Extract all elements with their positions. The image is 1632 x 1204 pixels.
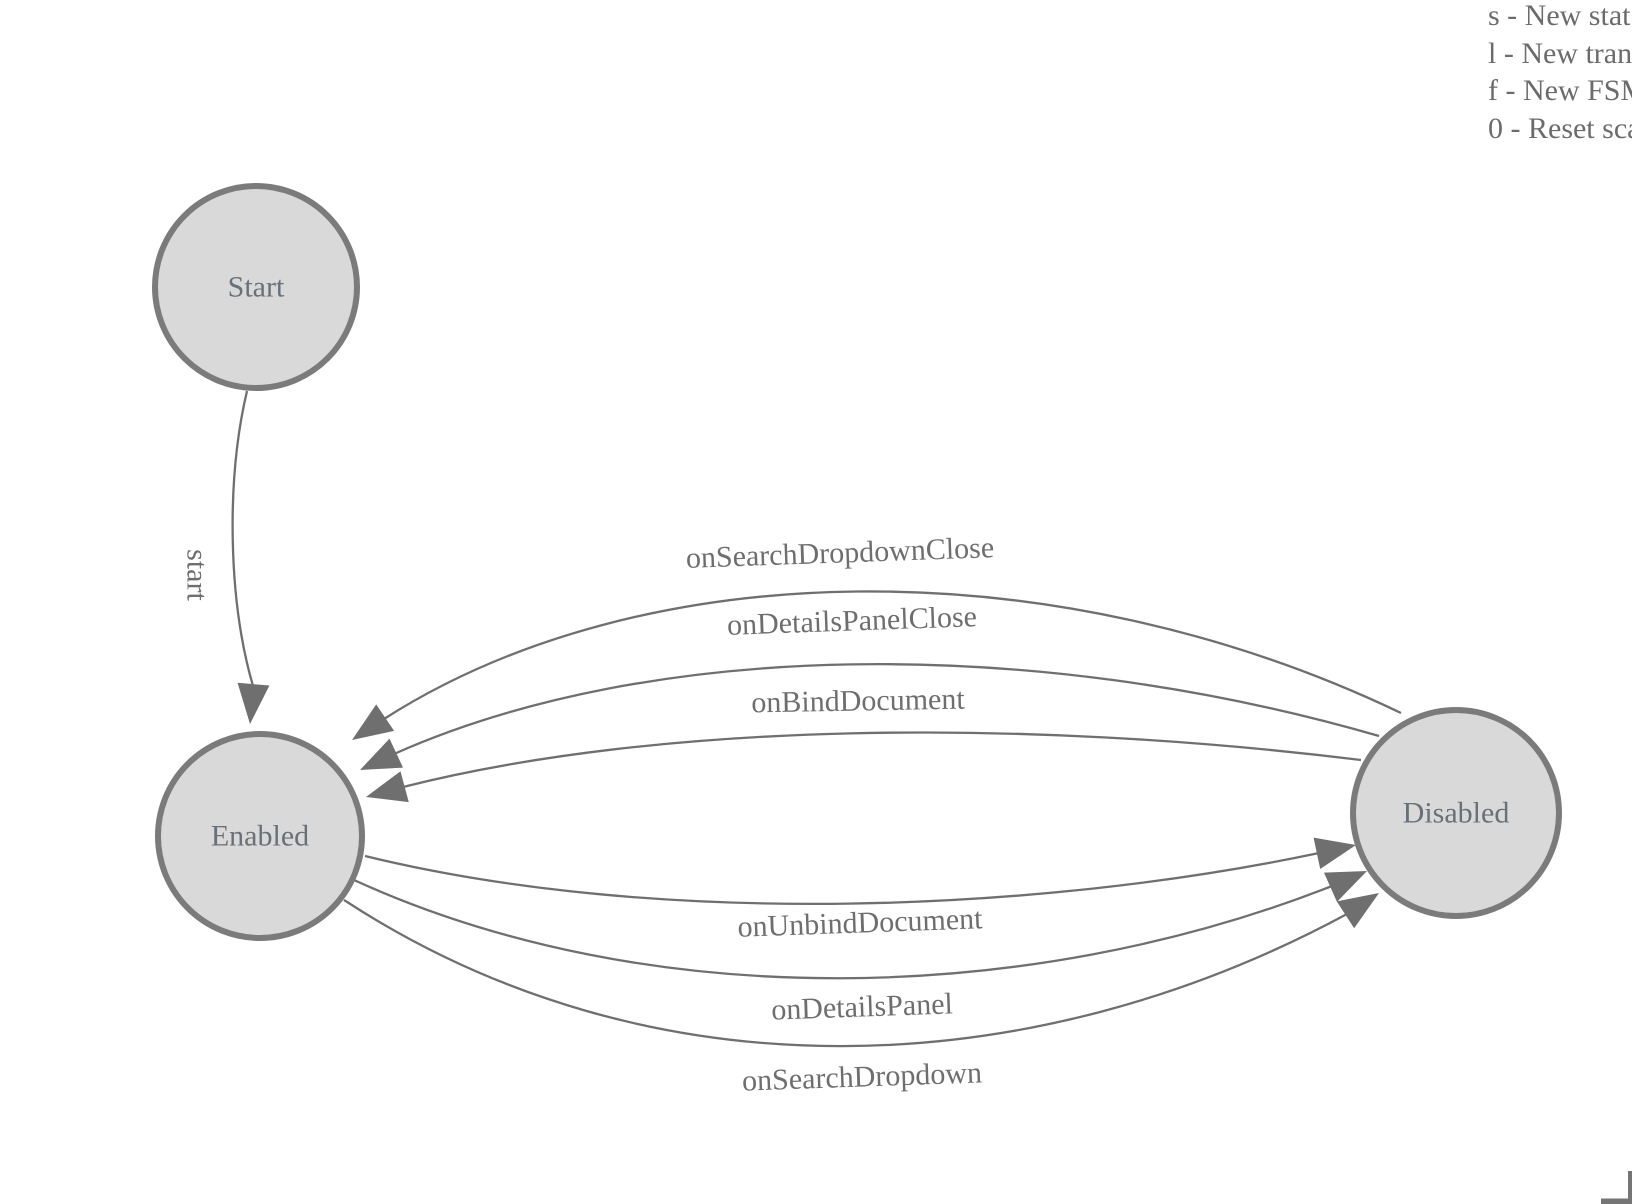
arrowhead bbox=[1313, 837, 1356, 869]
transition-start[interactable] bbox=[231, 390, 255, 687]
state-label-enabled: Enabled bbox=[211, 820, 309, 853]
arrowhead bbox=[1336, 893, 1379, 929]
legend-line-new-state: s - New stat bbox=[1488, 0, 1631, 32]
corner-bracket bbox=[1601, 1171, 1632, 1204]
state-label-start: Start bbox=[228, 271, 285, 304]
transition-onSearchDropdownClose[interactable] bbox=[383, 590, 1402, 720]
arrowhead bbox=[1323, 871, 1367, 902]
state-node-disabled[interactable]: Disabled bbox=[1350, 707, 1562, 919]
shortcut-legend: s - New stat l - New trans f - New FSM 0… bbox=[1488, 0, 1632, 147]
transition-label-onSearchDropdown: onSearchDropdown bbox=[742, 1056, 983, 1097]
transition-label-onDetailsPanelClose: onDetailsPanelClose bbox=[727, 600, 978, 642]
transition-label-onUnbindDocument: onUnbindDocument bbox=[737, 902, 984, 944]
transition-label-start: start bbox=[181, 549, 214, 601]
transition-onDetailsPanelClose[interactable] bbox=[393, 663, 1380, 756]
legend-line-new-transition: l - New trans bbox=[1488, 36, 1632, 70]
arrowhead bbox=[352, 704, 395, 740]
state-circle-start[interactable] bbox=[152, 183, 360, 391]
state-circle-disabled[interactable] bbox=[1350, 707, 1562, 919]
state-node-enabled[interactable]: Enabled bbox=[155, 731, 365, 941]
transition-label-onDetailsPanel: onDetailsPanel bbox=[771, 987, 954, 1026]
state-node-start[interactable]: Start bbox=[152, 183, 360, 391]
arrowhead bbox=[366, 771, 409, 803]
arrowhead bbox=[237, 682, 270, 724]
transition-onUnbindDocument[interactable] bbox=[364, 851, 1320, 906]
legend-line-reset: 0 - Reset sca bbox=[1488, 111, 1632, 145]
transition-label-onSearchDropdownClose: onSearchDropdownClose bbox=[685, 531, 994, 575]
state-circle-enabled[interactable] bbox=[155, 731, 365, 941]
transition-onDetailsPanel[interactable] bbox=[353, 878, 1333, 980]
transition-label-onBindDocument: onBindDocument bbox=[751, 683, 966, 720]
legend-line-new-fsm: f - New FSM bbox=[1488, 74, 1632, 108]
transition-onBindDocument[interactable] bbox=[402, 731, 1362, 789]
arrowhead bbox=[360, 738, 404, 770]
state-label-disabled: Disabled bbox=[1403, 797, 1510, 830]
transition-onSearchDropdown[interactable] bbox=[343, 899, 1348, 1048]
